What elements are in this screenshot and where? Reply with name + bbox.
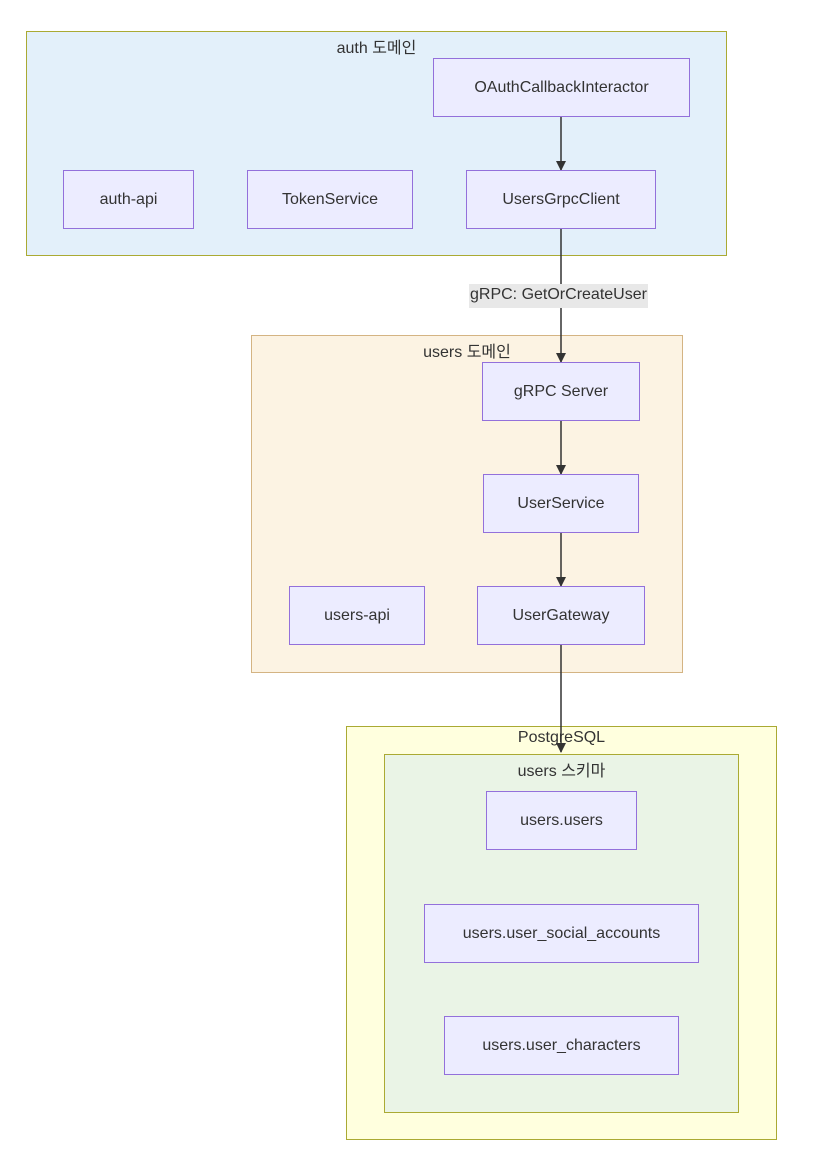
users-user-characters-table-node: users.user_characters: [444, 1016, 679, 1075]
token-service-node: TokenService: [247, 170, 413, 229]
auth-api-node: auth-api: [63, 170, 194, 229]
users-users-table-node: users.users: [486, 791, 637, 850]
user-gateway-node: UserGateway: [477, 586, 645, 645]
user-service-node: UserService: [483, 474, 639, 533]
users-user-social-accounts-table-node: users.user_social_accounts: [424, 904, 699, 963]
auth-domain-title: auth 도메인: [336, 40, 417, 57]
users-api-node: users-api: [289, 586, 425, 645]
users-schema-title: users 스키마: [517, 763, 606, 780]
users-domain-title: users 도메인: [423, 344, 511, 361]
grpc-server-node: gRPC Server: [482, 362, 640, 421]
edge-label-grpc: gRPC: GetOrCreateUser: [469, 284, 648, 308]
oauth-callback-interactor-node: OAuthCallbackInteractor: [433, 58, 690, 117]
users-grpc-client-node: UsersGrpcClient: [466, 170, 656, 229]
